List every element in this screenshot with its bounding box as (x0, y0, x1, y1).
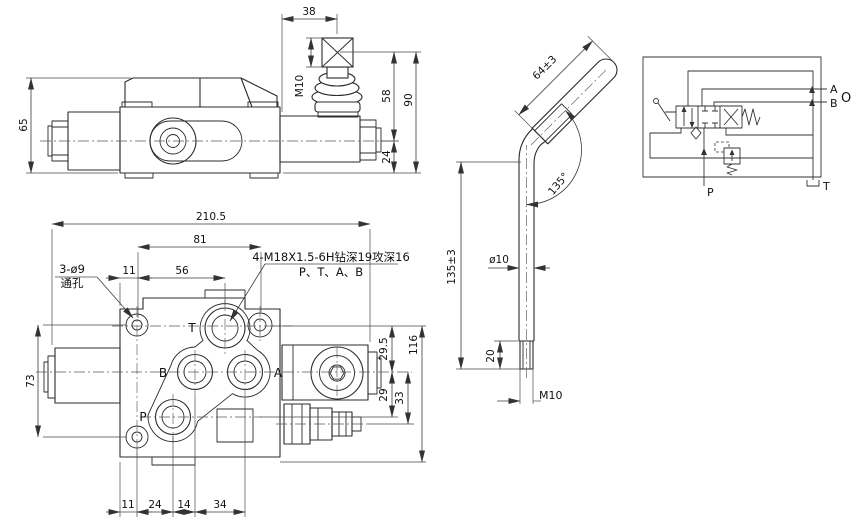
port-label-t: T (187, 321, 196, 335)
schematic-lines (649, 70, 827, 186)
dim-34-bottom: 34 (213, 499, 227, 511)
dcv-lever-knob (653, 98, 659, 104)
left-end-tip-front (43, 361, 49, 393)
a-flow-arrow (809, 86, 815, 93)
port-label-a: A (274, 366, 283, 380)
dcv-position-dividers (697, 106, 721, 128)
angle-135-arc (526, 110, 582, 208)
dim-81: 81 (193, 234, 206, 246)
dim-14-bottom: 14 (177, 499, 191, 511)
dim-24: 24 (381, 150, 393, 164)
dim-135-3: 135±3 (446, 249, 458, 285)
lever-centerlines (526, 69, 607, 378)
right-end-lines (360, 126, 376, 154)
dim-m10-lever: M10 (539, 389, 563, 402)
carryover-hex-socket (329, 366, 345, 380)
dim-24-bottom: 24 (148, 499, 162, 511)
mounting-tabs-bottom (124, 173, 279, 179)
right-end-step (375, 127, 382, 153)
b-flow-arrow (809, 99, 815, 106)
port-boss-outline (147, 303, 271, 443)
dim-20: 20 (485, 349, 497, 362)
bottom-tab (151, 456, 196, 466)
left-end-step-front (47, 355, 56, 399)
dim-65: 65 (18, 118, 30, 131)
dim-m10: M10 (294, 75, 306, 97)
left-end-cap-front (54, 347, 121, 404)
front-ext-lines (43, 229, 426, 517)
bellows-base-flange (317, 111, 359, 118)
bellows-base (314, 101, 361, 113)
schematic-boundary (642, 56, 822, 178)
schematic-port-b: B (830, 97, 838, 110)
lever-rod (518, 128, 546, 341)
hydraulic-schematic: A B O P T (642, 56, 851, 199)
note-thread-line2: P、T、A、B (299, 265, 363, 279)
front-centerlines (36, 300, 412, 455)
valve-body-side (119, 106, 281, 174)
dim-58: 58 (381, 89, 393, 102)
dim-38: 38 (302, 6, 315, 18)
dim-29: 29 (378, 388, 390, 401)
note-holes-leader (96, 276, 134, 319)
dim-29-5: 29.5 (378, 337, 390, 360)
port-label-b: B (159, 366, 167, 380)
lever-grip (531, 58, 618, 145)
side-view: 38 M10 58 90 24 65 (18, 6, 421, 179)
side-ext-lines (26, 14, 421, 174)
dim-dia10: ø10 (489, 254, 509, 266)
dcv-left-arrow-down-head (689, 122, 695, 128)
lever-ext-lines (456, 35, 615, 404)
schematic-port-p: P (707, 186, 714, 199)
left-end-lines (52, 126, 68, 156)
dim-11-top: 11 (122, 265, 135, 277)
dim-11-bottom: 11 (121, 499, 134, 511)
dim-73: 73 (25, 374, 37, 387)
mounting-tabs-top (121, 101, 279, 107)
dim-angle-135: 135° (546, 171, 571, 198)
dcv-body (675, 105, 743, 129)
dcv-spring (741, 108, 761, 126)
dim-64-3: 64±3 (530, 53, 559, 82)
body-recess (216, 408, 254, 443)
right-end-step-front (376, 357, 382, 389)
note-holes-line2: 通孔 (61, 276, 84, 290)
joystick-neck (326, 66, 349, 79)
dim-210-5: 210.5 (196, 211, 226, 223)
schematic-port-o: O (841, 91, 851, 106)
dim-116: 116 (408, 335, 420, 355)
dim-33: 33 (394, 391, 406, 404)
load-check-valve (690, 126, 702, 140)
front-view: 210.5 81 56 11 73 116 29.5 29 33 11 24 1… (25, 211, 426, 517)
dcv-lever-arm (657, 102, 676, 122)
p-flow-arrow (701, 148, 707, 155)
note-thread-line1: 4-M18X1.5-6H钻深19攻深16 (252, 250, 410, 264)
dim-56: 56 (175, 265, 189, 277)
schematic-port-a: A (830, 83, 838, 96)
joystick-cap-cross (321, 37, 354, 68)
dim-90: 90 (403, 93, 415, 106)
note-holes-line1: 3-ø9 (59, 262, 85, 276)
relief-pilot-line (714, 141, 730, 153)
schematic-port-t: T (822, 180, 830, 193)
port-label-p: P (139, 410, 146, 424)
dim-64-3-line (518, 40, 593, 116)
relief-valve-arrow-head (729, 149, 735, 155)
dcv-center-blocked-ports (702, 106, 718, 128)
note-thread-leader (229, 263, 266, 322)
lever-view: 64±3 135° 135±3 ø10 20 M10 (446, 35, 618, 404)
right-end-cap (359, 119, 377, 161)
dcv-cross-position (723, 108, 739, 126)
relief-valve-spring (726, 163, 738, 176)
tank-symbol (806, 180, 820, 187)
lever-thread-lines (519, 340, 534, 369)
right-end-cap-front (367, 351, 378, 395)
valve-body-front (119, 297, 281, 458)
valve-top-cover (124, 77, 278, 108)
right-extension (279, 115, 361, 163)
dcv-left-arrow-up-head (681, 106, 687, 112)
